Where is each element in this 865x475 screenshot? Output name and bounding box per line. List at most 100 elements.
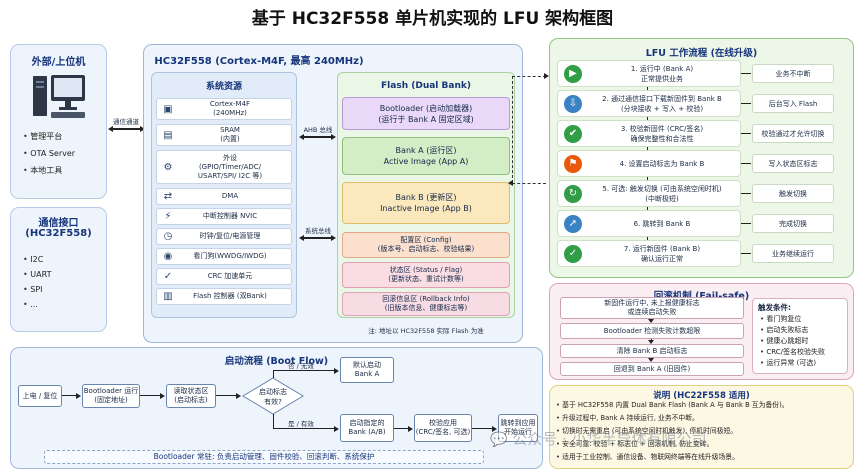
decision-line: 有效? <box>264 398 282 406</box>
box-line: 跳转到应用 <box>500 419 536 427</box>
flow-line <box>647 177 648 180</box>
lfu-link-line <box>512 76 546 77</box>
ahb-bus-arrow <box>303 136 333 138</box>
dma-icon: ⇄ <box>163 191 173 202</box>
arrow-head-down <box>648 319 654 323</box>
gear-icon: ⚙ <box>163 161 173 173</box>
rollback-step-line: 回退到 Bank A (旧固件) <box>613 364 691 373</box>
read-status-box: 读取状态区(启动标志) <box>166 384 216 408</box>
crc-icon: ✓ <box>163 271 173 282</box>
bank-a-block: Bank A (运行区)Active Image (App A) <box>342 137 510 175</box>
resource-item: ⚙ 外设(GPIO/Timer/ADC/USART/SPI/ I2C 等) <box>156 150 292 184</box>
interface-item: SPI <box>23 284 42 295</box>
arrow-head-right <box>544 73 549 79</box>
lfu-step-line: 确保完整性和合法性 <box>630 134 694 143</box>
flow-line <box>394 428 408 429</box>
flow-line <box>647 147 648 150</box>
box-line: 默认启动 <box>353 361 381 369</box>
computer-icon <box>33 73 87 123</box>
rollback-step: 新固件运行中, 未上报健康标志或连续启动失败 <box>560 297 744 319</box>
resource-item: ▤SRAM(内置) <box>156 124 292 146</box>
arrow-head-right <box>334 426 339 432</box>
flow-line <box>216 395 236 396</box>
lfu-step: ⚑4. 设置启动标志为 Bank B <box>557 150 741 177</box>
arrow-head-left <box>108 126 113 132</box>
lfu-step: ✔ 3. 校验新固件 (CRC/签名)确保完整性和合法性 <box>557 120 741 147</box>
resource-item: ◷时钟/复位/电源管理 <box>156 228 292 245</box>
resource-line: 中断控制器 NVIC <box>202 212 258 220</box>
trigger-condition: 运行异常 (可选) <box>760 358 816 368</box>
flash-icon: ▥ <box>163 291 173 302</box>
lfu-step-line: 2. 通过通信接口下载新固件到 Bank B <box>602 94 722 103</box>
rollback-info-block: 回滚信息区 (Rollback Info)(旧版本信息、健康标志等) <box>342 292 510 316</box>
lfu-step-lines: 7. 运行新固件 (Bank B)确认运行正常 <box>624 244 700 264</box>
flow-line <box>273 428 334 429</box>
arrow-head-right <box>334 368 339 374</box>
lfu-title: LFU 工作流程 (在线升级) <box>645 48 758 59</box>
yes-branch-label: 是 / 有效 <box>288 420 314 428</box>
flow-line <box>741 223 751 224</box>
resource-label: CRC 加速单元 <box>179 272 291 281</box>
interface-panel: 通信接口 (HC32F558) I2C UART SPI ... <box>10 207 107 332</box>
lfu-link-line <box>512 183 546 184</box>
interface-item: ... <box>23 299 38 310</box>
memory-icon: ▤ <box>163 129 173 141</box>
interface-item: UART <box>23 269 51 280</box>
resource-line: (GPIO/Timer/ADC/ <box>198 162 262 171</box>
flow-line <box>273 414 274 428</box>
arrow-head-left <box>299 235 304 241</box>
arrow-head-left <box>299 134 304 140</box>
lfu-step-line: 6. 跳转到 Bank B <box>633 219 691 228</box>
flow-line <box>472 428 492 429</box>
play-icon: ▶ <box>564 65 582 83</box>
status-block: 状态区 (Status / Flag)(更新状态、重试计数等) <box>342 262 510 288</box>
rollback-step-line: 或连续启动失败 <box>627 308 677 316</box>
watermark-text: 公众号 · 小华半导体有限公司 <box>512 430 707 448</box>
trigger-condition: 健康心跳超时 <box>760 336 808 346</box>
lfu-result-box: 校验通过才允许切换 <box>752 124 834 143</box>
lfu-step: ↻5. 可选: 触发切换 (可由系统空闲时机)(中断极短) <box>557 180 741 207</box>
shield-check-icon: ✔ <box>564 125 582 143</box>
config-block: 配置区 (Config)(版本号、启动标志、校验结果) <box>342 232 510 258</box>
ahb-bus-label: AHB 总线 <box>303 126 333 134</box>
arrow-head-right <box>408 426 413 432</box>
resource-item: ▣Cortex-M4F(240MHz) <box>156 98 292 120</box>
flow-line <box>741 193 751 194</box>
lfu-step-lines: 2. 通过通信接口下载新固件到 Bank B(分块接收 + 写入 + 校验) <box>602 94 722 114</box>
refresh-icon: ↻ <box>564 185 582 203</box>
resource-item: ⚡中断控制器 NVIC <box>156 208 292 225</box>
lfu-step: ➚6. 跳转到 Bank B <box>557 210 741 237</box>
block-line: Bank B (更新区) <box>395 193 457 202</box>
flow-line <box>741 103 751 104</box>
resource-label: 中断控制器 NVIC <box>179 212 291 221</box>
arrow-head-right <box>331 134 336 140</box>
block-line: (运行于 Bank A 固定区域) <box>378 114 474 124</box>
resource-line: (240MHz) <box>213 109 247 117</box>
decision-line: 启动标志 <box>259 388 287 396</box>
lfu-result-box: 后台写入 Flash <box>752 94 834 113</box>
block-line: 状态区 (Status / Flag) <box>389 266 463 274</box>
lfu-step-lines: 3. 校验新固件 (CRC/签名)确保完整性和合法性 <box>621 124 703 144</box>
lfu-step: ▶1. 运行中 (Bank A)正常提供业务 <box>557 60 741 87</box>
interface-title: 通信接口 <box>38 218 79 229</box>
resource-line: USART/SPI/ I2C 等) <box>197 171 263 180</box>
lfu-step-line: 4. 设置启动标志为 Bank B <box>619 159 705 168</box>
lfu-step-line: 5. 可选: 触发切换 (可由系统空闲时机) <box>602 184 722 193</box>
box-line: Bootloader 运行 <box>83 387 139 395</box>
arrow-head-right <box>140 126 145 132</box>
block-line: (版本号、启动标志、校验结果) <box>377 245 475 253</box>
lfu-link-line <box>512 76 513 183</box>
boot-footer: Bootloader 常驻: 负责启动管理、固件校验、回滚判断、系统保护 <box>44 450 484 464</box>
lfu-step-line: 确认运行正常 <box>640 254 683 263</box>
resource-line: 外设 <box>223 153 237 162</box>
flow-line <box>647 117 648 120</box>
resource-item: ⇄ DMA <box>156 188 292 205</box>
box-line: (启动标志) <box>174 396 208 404</box>
note-item: 升级过程中, Bank A 持续运行, 业务不中断。 <box>556 413 699 423</box>
box-line: (固定地址) <box>94 396 128 404</box>
arrow-head-right <box>236 393 241 399</box>
comm-channel-arrow <box>112 128 142 130</box>
host-title: 外部/上位机 <box>31 57 86 68</box>
resource-line: DMA <box>221 192 239 200</box>
box-line: (CRC/签名, 可选) <box>415 428 471 436</box>
